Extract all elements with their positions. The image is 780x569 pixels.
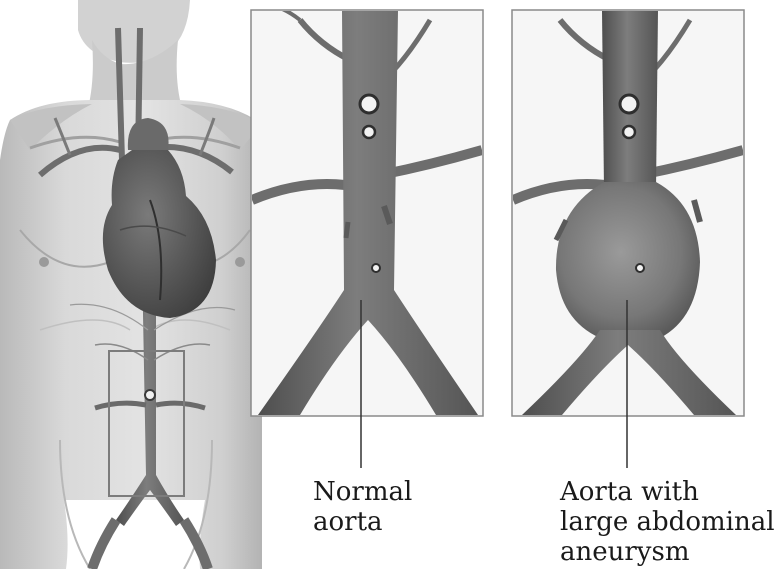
normal-aorta-label-line2: aorta <box>313 507 412 537</box>
nipple-right <box>235 257 245 267</box>
normal-aorta-panel <box>251 8 483 468</box>
aneurysm-bulge <box>556 182 700 338</box>
normal-aorta-label-line1: Normal <box>313 477 412 507</box>
aneurysm-panel <box>512 10 744 468</box>
normal-aorta-label: Normal aorta <box>313 477 412 537</box>
aneurysm-label-line1: Aorta with <box>560 477 775 507</box>
aneurysm-label-line3: aneurysm <box>560 537 775 567</box>
aneurysm-label-line2: large abdominal <box>560 507 775 537</box>
nipple-left <box>39 257 49 267</box>
aneurysm-label: Aorta with large abdominal aneurysm <box>560 477 775 567</box>
